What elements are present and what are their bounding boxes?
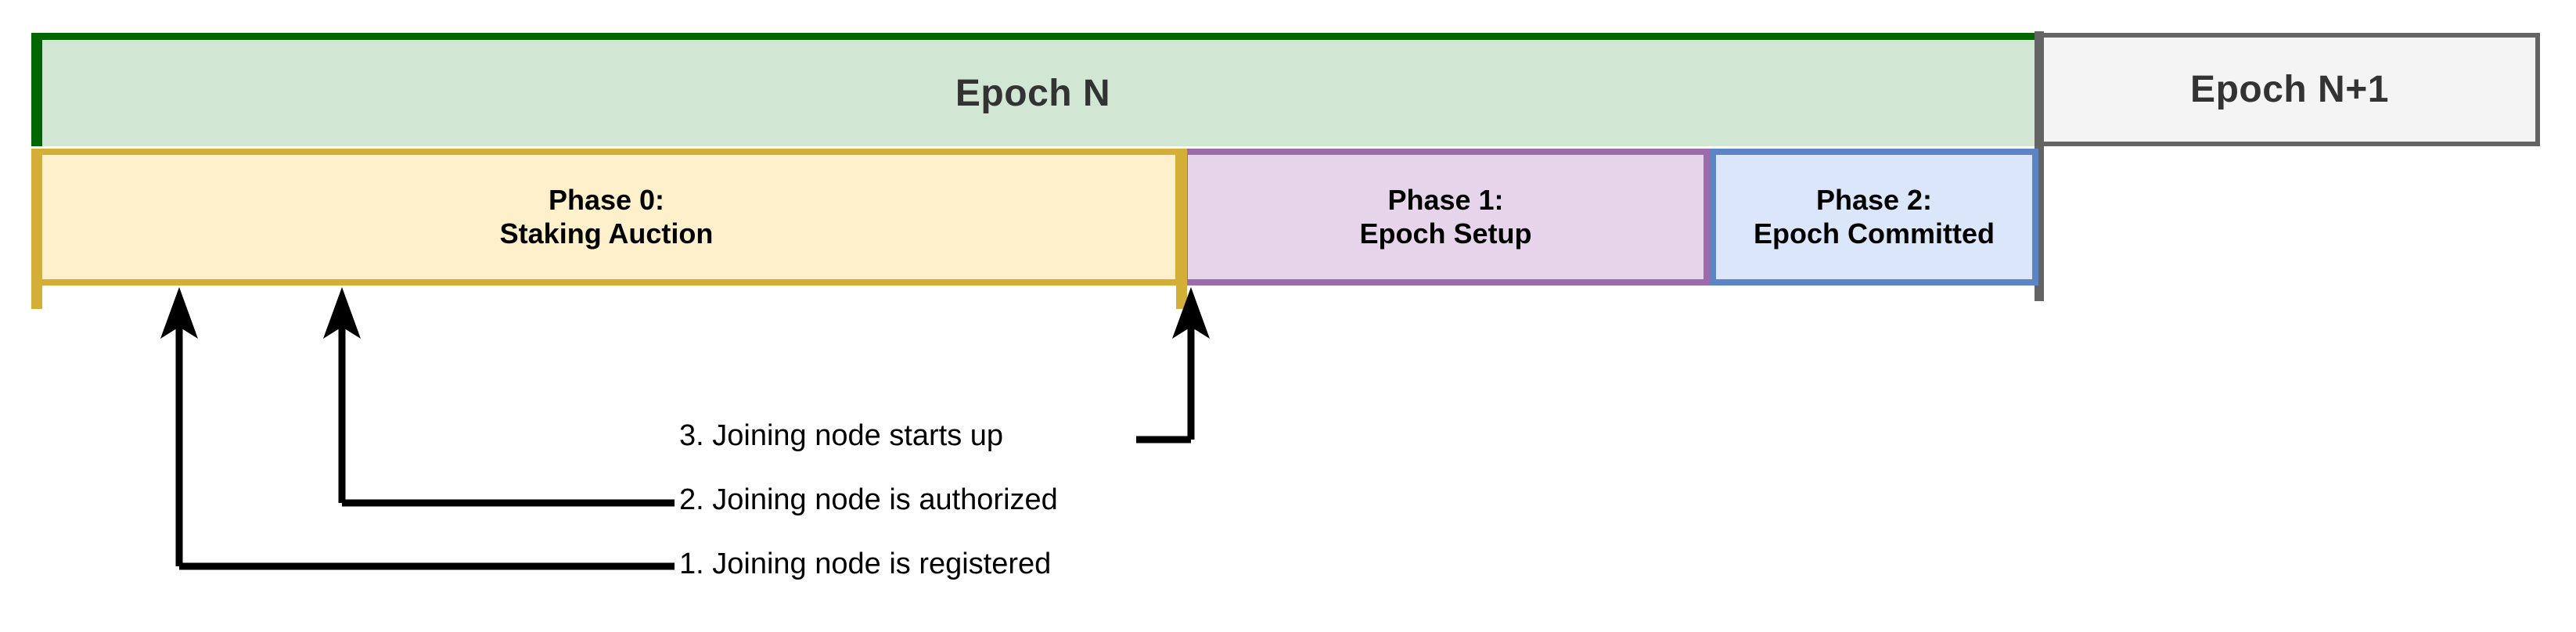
phase-1-number-label: Phase 1: [1387,184,1504,217]
callout-1-arrowhead-icon [160,287,198,339]
callout-3-leader [1136,287,1210,443]
phase-0-number-label: Phase 0: [548,184,665,217]
callout-2-leader [323,287,675,507]
phase-2-name-label: Epoch Committed [1753,217,1995,250]
phase-1-block: Phase 1: Epoch Setup [1182,149,1710,285]
callout-1-label: 1. Joining node is registered [679,548,1052,580]
callout-1-leader [160,287,675,570]
epoch-n-plus-1-block: Epoch N+1 [2044,33,2540,146]
epoch-start-marker [31,33,42,146]
epoch-n-block: Epoch N [31,33,2035,146]
phase-0-name-label: Staking Auction [499,217,714,250]
epoch-n-plus-1-label: Epoch N+1 [2190,69,2389,110]
phase-0-end-tick [1176,149,1187,309]
callout-2-label: 2. Joining node is authorized [679,483,1058,516]
phase-0-start-tick [31,149,42,309]
callout-3-label: 3. Joining node starts up [679,419,1004,452]
phase-0-block: Phase 0: Staking Auction [31,149,1182,285]
epoch-n-label: Epoch N [955,72,1111,114]
callout-2-arrowhead-icon [323,287,361,339]
phase-1-name-label: Epoch Setup [1359,217,1532,250]
phase-2-number-label: Phase 2: [1815,184,1933,217]
phase-2-block: Phase 2: Epoch Committed [1710,149,2038,285]
